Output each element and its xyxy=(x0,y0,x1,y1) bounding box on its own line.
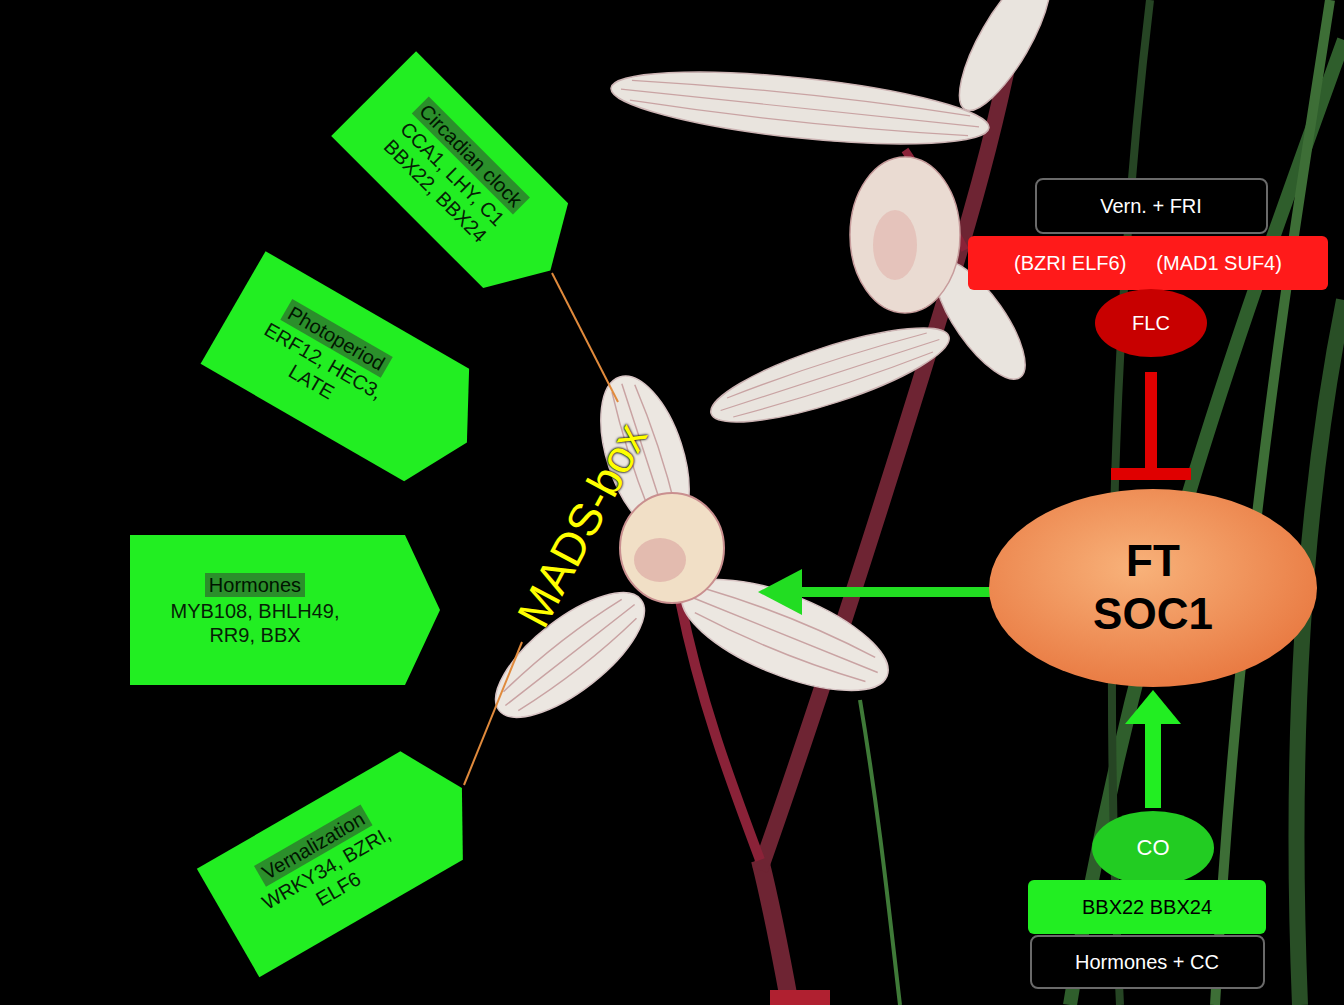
petal xyxy=(702,310,957,441)
pathway-arrow: PhotoperiodERF12, HEC3, LATE xyxy=(201,251,500,499)
leaf xyxy=(1296,300,1344,1005)
node-label: (MAD1 SUF4) xyxy=(1156,251,1282,275)
petal xyxy=(608,58,992,157)
pathway-arrow: HormonesMYB108, BHLH49, RR9, BBX xyxy=(130,535,440,685)
activator-ellipse: CO xyxy=(1091,810,1215,886)
text-holder: VernalizationWRKY34, BZRI, ELF6 xyxy=(197,733,493,976)
text-holder: FLC xyxy=(1094,288,1208,358)
text-holder: FTSOC1 xyxy=(988,488,1318,688)
arrow-shape xyxy=(130,535,440,685)
activation-arrow xyxy=(1125,690,1181,808)
arrow-head xyxy=(758,569,802,615)
node-label: FT xyxy=(1126,535,1180,588)
arrow-shape xyxy=(331,51,593,313)
pathway-arrow: Circadian clockCCA1, LHY, C1 BBX22, BBX2… xyxy=(331,51,593,313)
arrow-shape xyxy=(201,251,500,499)
condition-box: Hormones + CC xyxy=(1030,935,1265,989)
connector-line xyxy=(1145,722,1161,808)
pathway-arrow: VernalizationWRKY34, BZRI, ELF6 xyxy=(197,733,493,976)
inhibition-arrow xyxy=(1111,372,1191,474)
ellipse-shape xyxy=(1092,811,1214,885)
gene-family-label: MADS-box xyxy=(506,414,658,636)
leader-line xyxy=(552,273,618,402)
petal xyxy=(943,0,1066,122)
node-label: SOC1 xyxy=(1093,588,1213,641)
condition-box: Vern. + FRI xyxy=(1035,178,1268,234)
node-label: Hormones + CC xyxy=(1075,950,1219,974)
arrow-head xyxy=(1125,690,1181,724)
integrator-ellipse: FTSOC1 xyxy=(988,488,1318,688)
text-holder: (BZRI ELF6) (MAD1 SUF4) xyxy=(968,236,1328,290)
text-holder: HormonesMYB108, BHLH49, RR9, BBX xyxy=(130,535,440,685)
node-label: Vern. + FRI xyxy=(1100,194,1202,218)
node-label: CO xyxy=(1137,835,1170,861)
text-holder: Vern. + FRI xyxy=(1037,180,1266,232)
bud-blush xyxy=(873,210,917,280)
bud-shape xyxy=(850,157,960,313)
arrow-shape xyxy=(197,733,493,976)
gene-list: MYB108, BHLH49, RR9, BBX xyxy=(150,599,360,647)
petal-veins xyxy=(620,75,981,140)
flower-column xyxy=(620,493,724,603)
node-label: FLC xyxy=(1132,311,1170,335)
repressor-ellipse: FLC xyxy=(1094,288,1208,358)
pot-edge xyxy=(770,990,830,1005)
petal-shape xyxy=(702,310,957,441)
activator-band: BBX22 BBX24 xyxy=(1028,880,1266,934)
ellipse-shape xyxy=(1095,289,1207,357)
petal-veins xyxy=(717,327,944,423)
stem xyxy=(760,860,790,1005)
flower-bud xyxy=(850,157,960,313)
petal-shape xyxy=(943,0,1066,122)
column-blush xyxy=(634,538,686,582)
text-holder: Circadian clockCCA1, LHY, C1 BBX22, BBX2… xyxy=(331,51,593,313)
leader-line xyxy=(464,642,522,785)
leaf xyxy=(860,700,900,1005)
arrow-head xyxy=(1111,468,1191,480)
ellipse-shape xyxy=(989,489,1317,687)
node-label: (BZRI ELF6) xyxy=(1014,251,1126,275)
node-label: BBX22 BBX24 xyxy=(1082,895,1212,919)
integrator-ellipse-outline xyxy=(988,488,1318,688)
text-holder: BBX22 BBX24 xyxy=(1028,880,1266,934)
text-holder: PhotoperiodERF12, HEC3, LATE xyxy=(201,251,500,499)
flowering-arrow xyxy=(800,587,990,597)
text-holder: CO xyxy=(1091,810,1215,886)
pathway-heading: Hormones xyxy=(205,573,305,597)
petal-shape xyxy=(608,58,992,157)
repressor-band: (BZRI ELF6) (MAD1 SUF4) xyxy=(968,236,1328,290)
text-holder: Hormones + CC xyxy=(1032,937,1263,987)
connector-line xyxy=(1145,372,1157,474)
